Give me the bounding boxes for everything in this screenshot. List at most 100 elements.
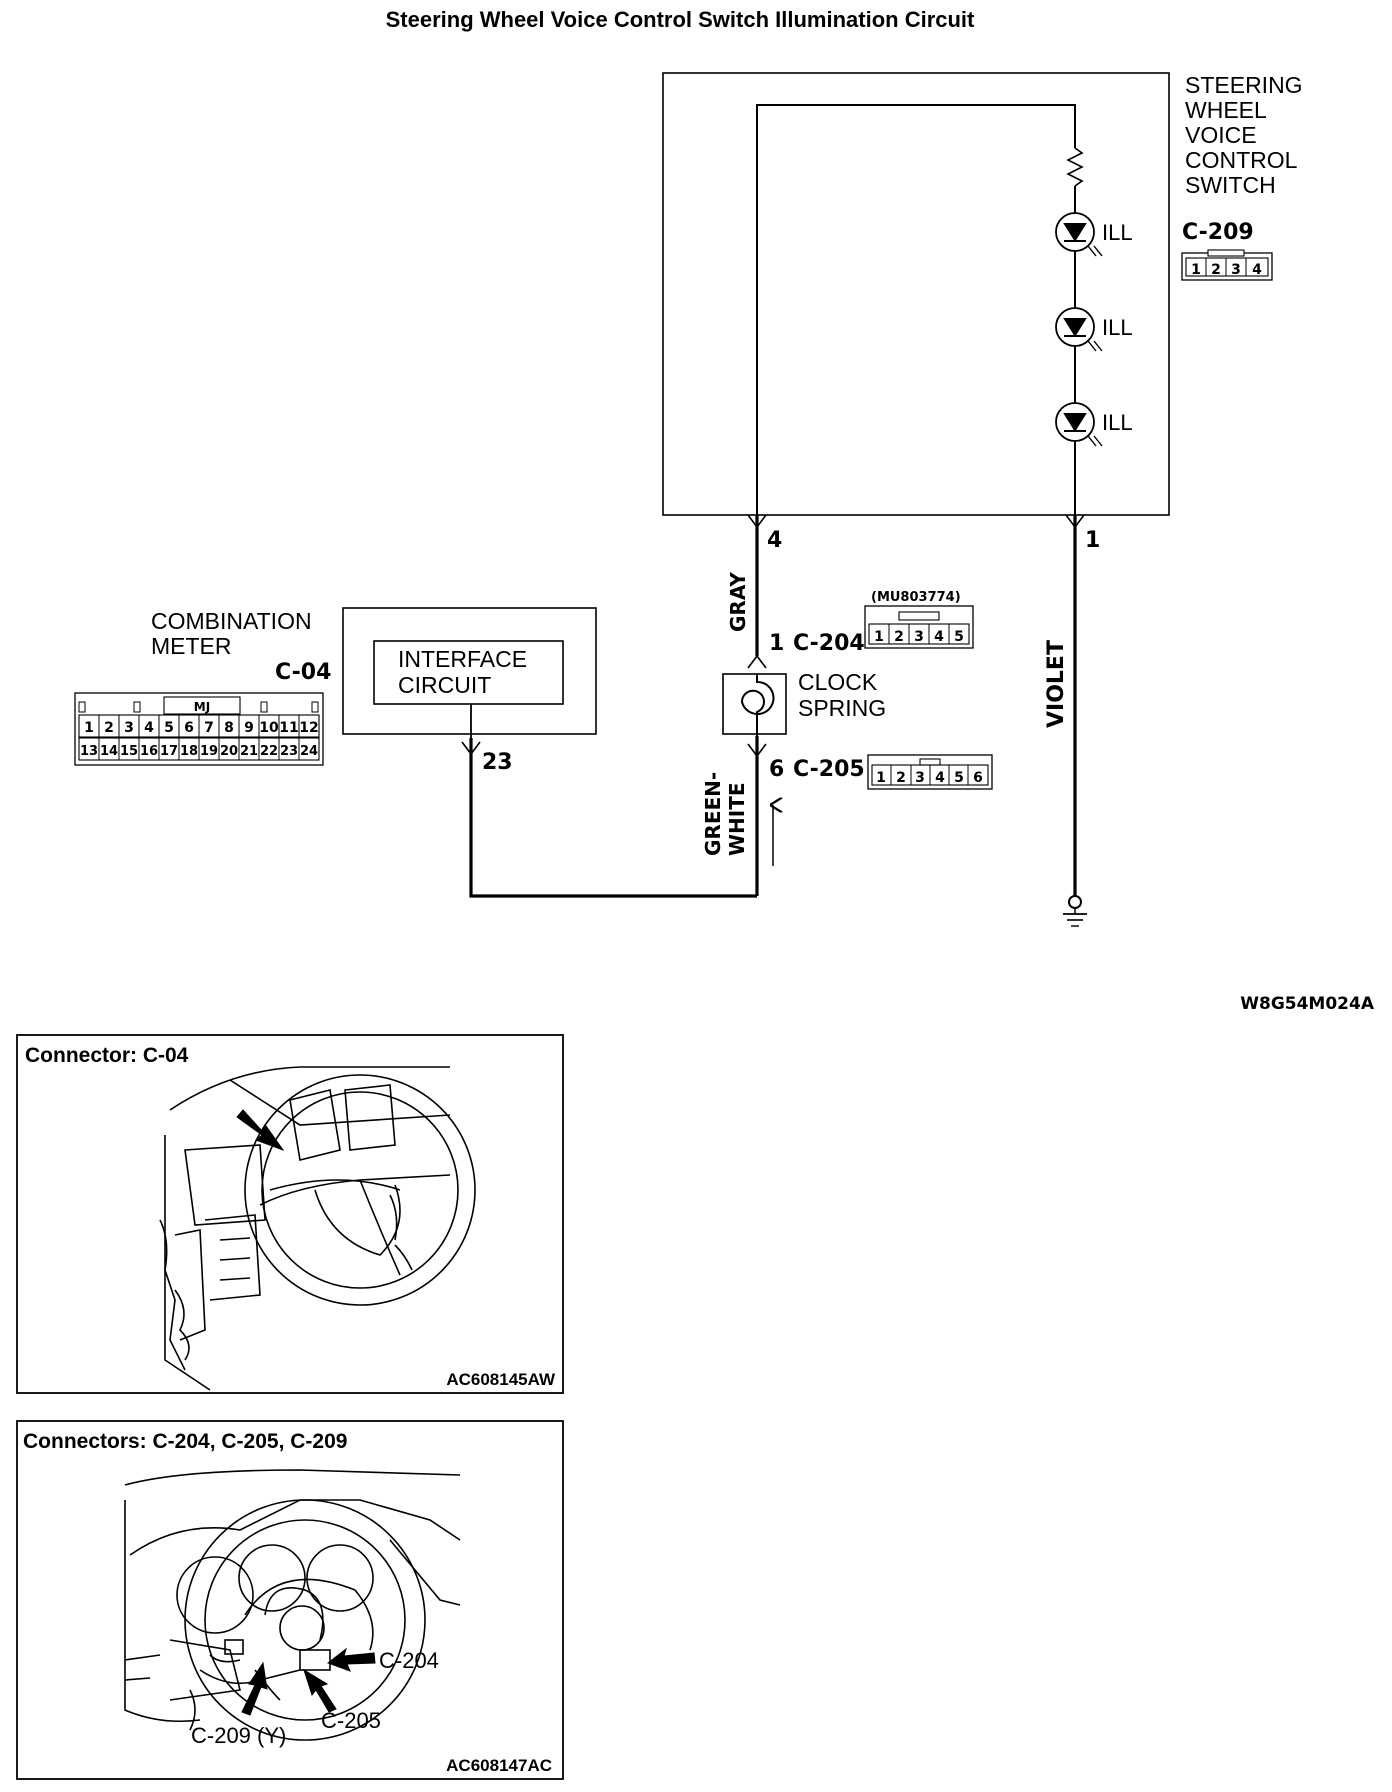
c209-pin-3: 3 xyxy=(1231,262,1241,278)
c04-pin: 4 xyxy=(144,720,154,736)
c04-pin: 3 xyxy=(124,720,134,736)
c04-pin: 22 xyxy=(260,744,278,759)
c209-label: C-209 xyxy=(1182,220,1254,245)
panel-2-code: AC608147AC xyxy=(446,1756,552,1775)
panel-2-callout-c209: C-209 (Y) xyxy=(191,1723,286,1748)
meter-return-wire xyxy=(469,738,757,898)
led-3-light-icon xyxy=(1087,435,1103,447)
c04-pin: 11 xyxy=(279,720,298,736)
c204-pin-2: 2 xyxy=(894,629,904,645)
switch-pin-1-label: 1 xyxy=(1085,528,1100,553)
c204-connector-face: 1 2 3 4 5 xyxy=(864,605,974,649)
c205-pin-3: 3 xyxy=(915,770,925,786)
panel-1-heading: Connector: C-04 xyxy=(25,1044,189,1067)
meter-name-line-1: COMBINATION xyxy=(151,608,312,634)
clock-spring-pin-6-marker xyxy=(747,743,767,758)
panel-1-code: AC608145AW xyxy=(446,1370,556,1389)
wiring: GRAY VIOLET GREEN- WHITE xyxy=(469,515,1087,927)
c04-pin: 5 xyxy=(164,720,174,736)
c205-pin-1: 1 xyxy=(876,770,886,786)
ground-icon xyxy=(1063,895,1087,927)
panel-2-callout-arrow-c205 xyxy=(303,1668,337,1713)
gray-wire-label: GRAY xyxy=(726,572,750,632)
switch-internal-loop xyxy=(756,104,1076,515)
c205-pin-2: 2 xyxy=(896,770,906,786)
dashboard-illustration-2 xyxy=(124,1469,461,1741)
c04-tag: MJ xyxy=(194,700,210,714)
led-1-label: ILL xyxy=(1102,220,1133,245)
meter-pin-23-marker xyxy=(461,741,481,756)
c204-pin-3: 3 xyxy=(914,629,924,645)
c205-connector-face: 1 2 3 4 5 6 xyxy=(867,754,993,790)
meter-pin-23-label: 23 xyxy=(482,750,513,775)
c04-pin: 14 xyxy=(100,744,118,759)
c04-pin: 23 xyxy=(280,744,298,759)
c205-pin-4: 4 xyxy=(935,770,945,786)
led-1: ILL xyxy=(1055,212,1133,257)
c04-pin: 2 xyxy=(104,720,114,736)
clock-spring-name-line-2: SPRING xyxy=(798,695,886,721)
c04-pin: 24 xyxy=(300,744,318,759)
clock-spring-name-line-1: CLOCK xyxy=(798,669,878,695)
connector-c204-c205-c209-panel: Connectors: C-204, C-205, C-209 AC608147… xyxy=(16,1420,564,1780)
c204-part-number: (MU803774) xyxy=(871,590,961,605)
switch-name-line-3: VOICE xyxy=(1185,122,1257,148)
c04-pin: 10 xyxy=(259,720,279,736)
c209-pin-2: 2 xyxy=(1211,262,1221,278)
c04-pin: 7 xyxy=(204,720,214,736)
c04-connector-face: MJ 1 2 3 4 5 6 7 8 xyxy=(74,692,324,766)
c04-pin: 15 xyxy=(120,744,138,759)
clock-spring: 1 C-204 6 C-205 CLOCK SPRING (MU803774) … xyxy=(722,590,993,790)
switch-pin-4-label: 4 xyxy=(767,528,782,553)
c209-pin-4: 4 xyxy=(1252,262,1262,278)
resistor-symbol xyxy=(1066,147,1084,187)
led-2: ILL xyxy=(1055,307,1133,352)
led-3-label: ILL xyxy=(1102,410,1133,435)
c04-pin: 8 xyxy=(224,720,234,736)
led-2-label: ILL xyxy=(1102,315,1133,340)
interface-circuit-box xyxy=(373,640,564,705)
c205-pin-6: 6 xyxy=(973,770,983,786)
c04-pin: 1 xyxy=(84,720,94,736)
c04-pin: 12 xyxy=(299,720,318,736)
panel-2-callout-arrow-c204 xyxy=(326,1647,376,1672)
violet-wire-label: VIOLET xyxy=(1044,640,1069,728)
led-1-diode xyxy=(1063,223,1087,242)
c205-pin-5: 5 xyxy=(954,770,964,786)
c04-pin: 9 xyxy=(244,720,254,736)
c204-label: C-204 xyxy=(793,631,865,656)
diagram-title: Steering Wheel Voice Control Switch Illu… xyxy=(386,7,975,32)
clock-spring-coil-icon xyxy=(740,674,775,736)
c04-pin: 20 xyxy=(220,744,238,759)
meter-housing xyxy=(342,607,597,735)
led-3: ILL xyxy=(1055,402,1133,447)
c204-pin-1: 1 xyxy=(874,629,884,645)
c04-pin: 13 xyxy=(80,744,98,759)
interface-line-2: CIRCUIT xyxy=(398,672,491,698)
c209-pin-1: 1 xyxy=(1191,262,1201,278)
clock-spring-pin-1-marker xyxy=(747,654,767,669)
voice-control-switch: ILL ILL ILL STEERING WHEEL VOICE CONTROL… xyxy=(662,72,1303,553)
c04-pin: 16 xyxy=(140,744,158,759)
dashboard-illustration-1 xyxy=(159,1066,476,1391)
panel-1-callout-arrow xyxy=(236,1109,285,1152)
switch-name-line-5: SWITCH xyxy=(1185,172,1276,198)
c04-pins-bottom-row: 13 14 15 16 17 18 19 20 21 22 23 24 xyxy=(80,744,318,759)
led-2-light-icon xyxy=(1087,340,1103,352)
c04-pin: 19 xyxy=(200,744,218,759)
c209-connector-face: 1 2 3 4 xyxy=(1181,249,1273,281)
panel-2-heading: Connectors: C-204, C-205, C-209 xyxy=(23,1430,347,1453)
white-wire-label: WHITE xyxy=(725,782,749,856)
c04-pins-top-row: 1 2 3 4 5 6 7 8 9 10 11 12 xyxy=(84,720,319,736)
green-wire-label: GREEN- xyxy=(701,772,725,856)
c04-pin: 17 xyxy=(160,744,178,759)
meter-name-line-2: METER xyxy=(151,633,232,659)
diagram-code: W8G54M024A xyxy=(1240,994,1375,1014)
c04-label: C-04 xyxy=(275,660,331,685)
panel-2-frame xyxy=(16,1420,564,1780)
c205-label: C-205 xyxy=(793,757,865,782)
panel-1-frame xyxy=(16,1034,564,1394)
clock-spring-pin-1-label: 1 xyxy=(769,631,784,656)
combination-meter: COMBINATION METER C-04 INTERFACE CIRCUIT… xyxy=(74,607,597,775)
